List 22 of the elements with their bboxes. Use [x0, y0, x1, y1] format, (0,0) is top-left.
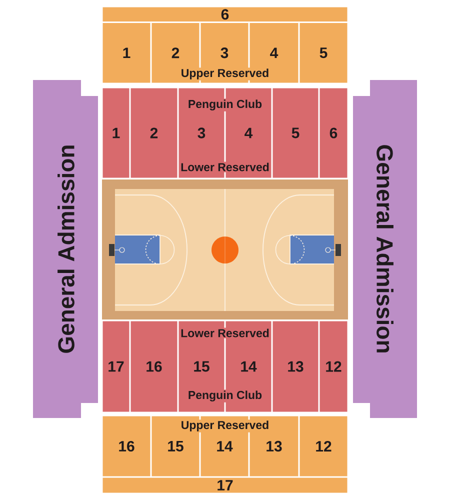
- general-admission-section: General Admission: [33, 80, 98, 418]
- level-label: Upper Reserved: [180, 68, 270, 80]
- seating-section: 6: [102, 7, 348, 22]
- level-label: Lower Reserved: [180, 162, 270, 172]
- seating-section: 2: [130, 88, 178, 178]
- seating-section: 16: [102, 416, 150, 476]
- seating-section: 12: [320, 321, 348, 412]
- general-admission-section: General Admission: [353, 80, 417, 418]
- seating-section: 1: [102, 23, 150, 83]
- seating-section: 12: [300, 416, 348, 476]
- seating-section: 17: [102, 321, 130, 412]
- level-label: Lower Reserved: [180, 328, 270, 338]
- level-label: Upper Reserved: [180, 420, 270, 432]
- seating-section: 5: [300, 23, 348, 83]
- seating-section: 5: [272, 88, 318, 178]
- level-label: Penguin Club: [186, 98, 264, 112]
- seating-section: 13: [272, 321, 318, 412]
- seating-section: 1: [102, 88, 130, 178]
- level-label: Penguin Club: [186, 390, 264, 402]
- seating-section: 16: [130, 321, 178, 412]
- seating-section: 6: [320, 88, 348, 178]
- seating-section: 17: [102, 478, 348, 493]
